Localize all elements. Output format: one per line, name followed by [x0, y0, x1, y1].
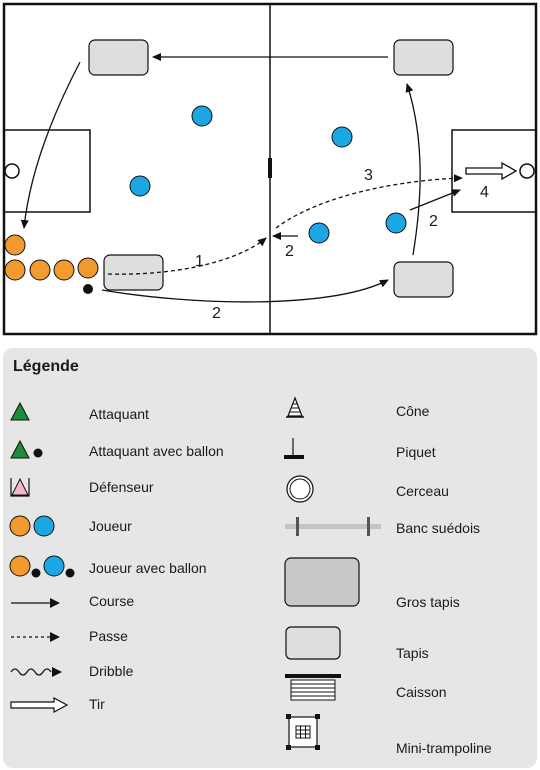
legend-label: Tir	[89, 696, 105, 712]
legend-title: Légende	[13, 358, 79, 375]
mat	[393, 261, 454, 298]
vaulting-box-icon	[285, 674, 341, 701]
dribble-arrow-icon	[10, 667, 62, 677]
legend-label: Défenseur	[89, 479, 154, 495]
legend-label: Cerceau	[396, 483, 449, 499]
legend-label: Cône	[396, 403, 430, 419]
center-mark	[268, 158, 272, 178]
post-icon	[284, 438, 304, 459]
mini-trampoline-icon	[286, 714, 320, 750]
pass-path	[107, 237, 267, 275]
shot-arrow	[465, 161, 518, 181]
attacker-with-ball-icon	[10, 439, 43, 459]
run-path	[405, 83, 421, 256]
goal-area-left	[3, 129, 91, 213]
run-path	[101, 279, 389, 303]
goal-area-right	[451, 129, 537, 213]
player-orange	[4, 234, 26, 256]
step-label: 2	[212, 305, 221, 322]
mat	[88, 39, 149, 76]
legend-label: Passe	[89, 628, 128, 644]
legend-label: Course	[89, 593, 135, 609]
legend-label: Attaquant	[89, 406, 149, 422]
legend-panel	[3, 348, 537, 768]
ball	[83, 284, 93, 294]
court-diagram: 1 2 2 3 2 4	[2, 2, 538, 336]
legend-label: Banc suédois	[396, 520, 481, 536]
legend-label: Gros tapis	[396, 594, 460, 610]
legend-label: Tapis	[396, 645, 429, 661]
hoop-icon	[286, 475, 314, 503]
step-label: 4	[480, 184, 489, 201]
step-label: 2	[429, 213, 438, 230]
pass-path	[275, 174, 463, 229]
player-blue	[385, 212, 407, 234]
run-path	[20, 61, 81, 229]
mat	[103, 254, 164, 291]
swedish-bench-icon	[285, 517, 381, 536]
player-orange	[4, 259, 26, 281]
legend-label: Joueur	[89, 518, 132, 534]
step-label: 1	[195, 253, 204, 270]
legend-label: Caisson	[396, 684, 447, 700]
player-blue	[129, 175, 151, 197]
goal-left	[4, 163, 20, 179]
big-mat-icon	[284, 557, 360, 607]
player-orange	[77, 257, 99, 279]
player-icon	[9, 515, 55, 537]
run-arrow-icon	[11, 598, 60, 608]
player-blue	[308, 222, 330, 244]
legend-label: Dribble	[89, 663, 134, 679]
defender-icon	[10, 477, 30, 497]
pass-arrow-icon	[11, 632, 60, 642]
goal-right	[519, 163, 535, 179]
player-with-ball-icon	[9, 555, 75, 578]
mat	[393, 39, 454, 76]
legend-label: Piquet	[396, 444, 436, 460]
player-orange	[53, 259, 75, 281]
attacker-icon	[10, 401, 30, 421]
legend-label: Joueur avec ballon	[89, 560, 207, 576]
step-label: 2	[285, 243, 294, 260]
player-blue	[191, 105, 213, 127]
cone-icon	[286, 396, 304, 418]
shot-arrow-icon	[10, 696, 69, 714]
step-label: 3	[364, 167, 373, 184]
mat-icon	[285, 626, 341, 660]
legend-label: Mini-trampoline	[396, 740, 492, 756]
player-orange	[29, 259, 51, 281]
player-blue	[331, 126, 353, 148]
run-path	[409, 189, 461, 211]
legend-label: Attaquant avec ballon	[89, 443, 224, 459]
